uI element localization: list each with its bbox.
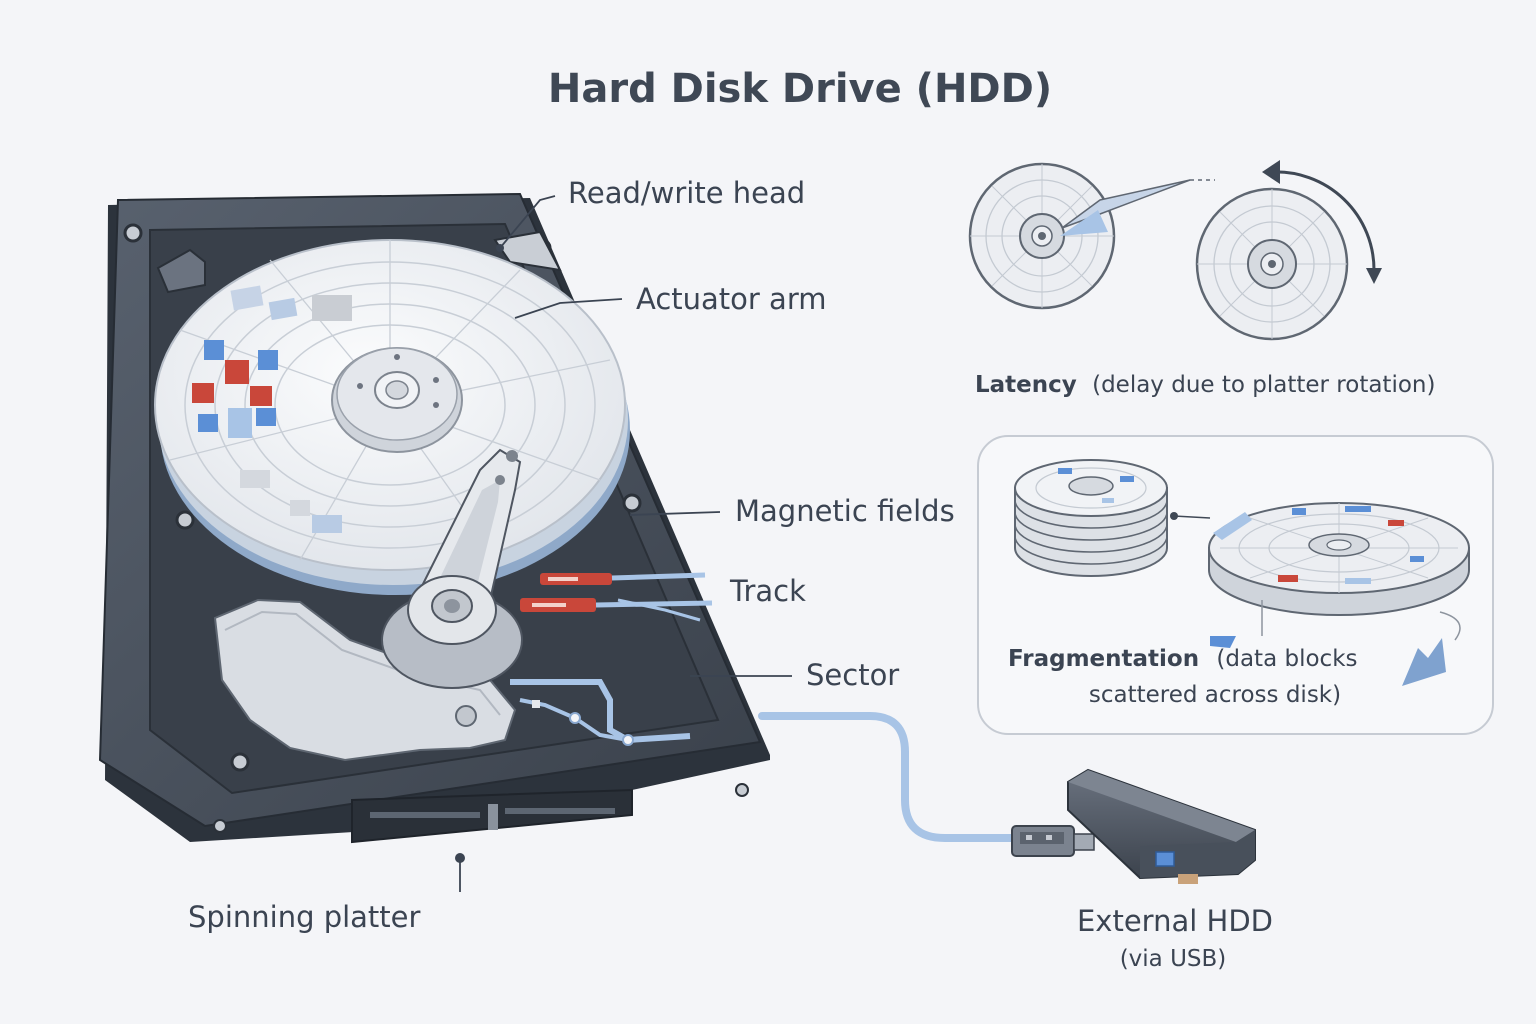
read-write-head-label: Read/write head	[568, 176, 805, 210]
platter-icon	[154, 239, 630, 595]
latency-illustration	[968, 162, 1349, 341]
fragmentation-term: Fragmentation	[1008, 646, 1199, 672]
fragmented-platter-icon	[1208, 502, 1470, 686]
fragmentation-description-line2: scattered across disk)	[1089, 682, 1341, 708]
external-hdd-label: External HDD	[1077, 904, 1273, 938]
track-label: Track	[729, 574, 806, 608]
latency-description: (delay due to platter rotation)	[1092, 372, 1435, 398]
rotation-arrow-icon	[1262, 160, 1382, 284]
usb-cable	[758, 712, 1016, 842]
sector-label: Sector	[806, 658, 899, 692]
disk-stack-icon	[1014, 459, 1211, 577]
external-drive-icon	[1067, 768, 1256, 884]
label-leaders	[455, 195, 792, 892]
fragmentation-description-line1: (data blocks	[1216, 646, 1357, 672]
actuator-arm-label: Actuator arm	[636, 282, 826, 316]
latency-term: Latency	[975, 372, 1077, 398]
fragmentation-caption: Fragmentation (data blocks	[1008, 646, 1358, 672]
spinning-platter-label: Spinning platter	[188, 900, 421, 934]
page-title: Hard Disk Drive (HDD)	[548, 66, 1052, 112]
magnetic-fields-label: Magnetic fields	[735, 494, 955, 528]
latency-caption: Latency (delay due to platter rotation)	[975, 372, 1435, 398]
external-hdd-sublabel: (via USB)	[1120, 946, 1227, 972]
usb-plug-icon	[1011, 825, 1095, 857]
actuator-arm-icon	[213, 448, 701, 762]
